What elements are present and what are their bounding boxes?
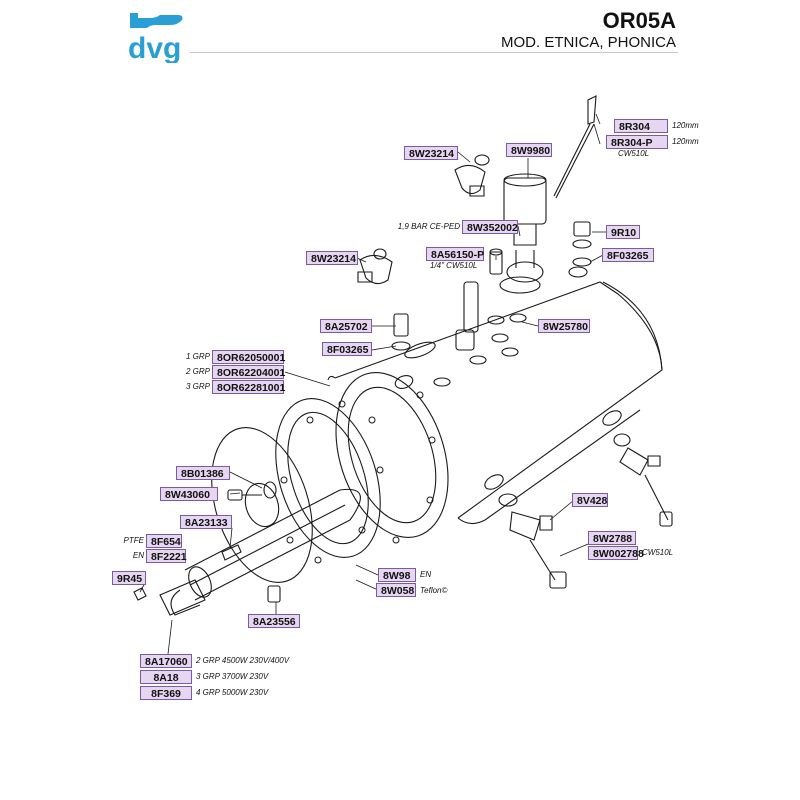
part-tag-8F369[interactable]: 8F369 [140, 686, 192, 700]
part-tag-8W25780[interactable]: 8W25780 [538, 319, 590, 333]
heating-element [160, 489, 360, 615]
flange-gasket [257, 385, 399, 571]
part-note-8OR62204001: 2 GRP [185, 367, 210, 376]
part-tag-8R304-P[interactable]: 8R304-P [606, 135, 668, 149]
part-tag-8W9980[interactable]: 8W9980 [506, 143, 552, 157]
right-connector [573, 222, 591, 266]
part-note-8F369: 4 GRP 5000W 230V [196, 688, 269, 697]
part-tag-8W002788[interactable]: 8W002788 [588, 546, 644, 560]
part-tag-8F03265-mid[interactable]: 8F03265 [322, 342, 372, 356]
level-probe [554, 96, 596, 198]
header-divider [190, 52, 678, 53]
elbow-fitting-top [455, 155, 489, 196]
elbow-fitting-mid [358, 249, 392, 284]
part-tag-8B01386[interactable]: 8B01386 [176, 466, 230, 480]
safety-valve [504, 174, 546, 282]
screw-9R45 [134, 588, 146, 600]
nipple-fitting [490, 249, 502, 274]
side-tap-right [614, 434, 672, 526]
bolt-8A23556 [268, 586, 280, 602]
part-note-8W058: Teflon© [420, 586, 448, 595]
part-note-8A18: 3 GRP 3700W 230V [196, 672, 269, 681]
part-tag-9R45[interactable]: 9R45 [112, 571, 146, 585]
part-note-8R304: 120mm [672, 121, 699, 130]
part-note-8F654: PTFE [123, 536, 144, 545]
brand-text: dvg [128, 32, 181, 63]
part-note-8OR62050001: 1 GRP [185, 352, 210, 361]
flange-holes [281, 392, 435, 563]
part-note-8F2221: EN [132, 551, 144, 560]
part-tag-8W2788[interactable]: 8W2788 [588, 531, 636, 545]
part-tag-8A25702[interactable]: 8A25702 [320, 319, 372, 333]
boiler-cylinder [316, 267, 662, 552]
part-note-8W002788: CW510L [642, 548, 674, 557]
part-note-8W98: EN [420, 570, 432, 579]
part-tag-8A17060[interactable]: 8A17060 [140, 654, 192, 668]
part-tag-8W43060[interactable]: 8W43060 [160, 487, 218, 501]
part-tag-8R304[interactable]: 8R304 [614, 119, 668, 133]
tube-fitting-left [392, 282, 478, 350]
part-note-8R304-P-material: CW510L [618, 149, 650, 158]
model-title: OR05A [602, 8, 676, 33]
side-tap-lower [499, 494, 566, 588]
part-tag-8F2221[interactable]: 8F2221 [146, 549, 187, 563]
part-tag-8W23214-mid[interactable]: 8W23214 [306, 251, 358, 265]
part-tag-8F654[interactable]: 8F654 [146, 534, 182, 548]
part-tag-8OR62281001[interactable]: 8OR62281001 [212, 380, 285, 394]
small-gaskets [434, 314, 526, 386]
spring-8A23133 [222, 545, 241, 560]
part-tag-8F03265-top[interactable]: 8F03265 [602, 248, 654, 262]
part-note-8A17060: 2 GRP 4500W 230V/400V [196, 656, 290, 665]
part-note-8W352002: 1,9 BAR CE-PED [397, 222, 460, 231]
part-tag-9R10[interactable]: 9R10 [606, 225, 640, 239]
dvg-logo: dvg [120, 8, 195, 65]
part-tag-8W98[interactable]: 8W98 [378, 568, 416, 582]
part-note-8R304-P: 120mm [672, 137, 699, 146]
part-note-8OR62281001: 3 GRP [185, 382, 210, 391]
part-note-8A56150-P: 1/4" CW510L [430, 261, 478, 270]
part-tag-8W23214-top[interactable]: 8W23214 [404, 146, 458, 160]
part-tag-8OR62204001[interactable]: 8OR62204001 [212, 365, 285, 379]
part-tag-8W058[interactable]: 8W058 [376, 583, 416, 597]
part-tag-8OR62050001[interactable]: 8OR62050001 [212, 350, 285, 364]
part-tag-8V428[interactable]: 8V428 [572, 493, 608, 507]
bolt-8W43060 [228, 490, 262, 500]
part-tag-8W352002[interactable]: 8W352002 [462, 220, 518, 234]
part-tag-8A23133[interactable]: 8A23133 [180, 515, 232, 529]
model-subtitle: MOD. ETNICA, PHONICA [500, 34, 676, 51]
leader-lines [140, 114, 606, 654]
part-tag-8A23556[interactable]: 8A23556 [248, 614, 300, 628]
part-tag-8A18[interactable]: 8A18 [140, 670, 192, 684]
part-tag-8A56150-P[interactable]: 8A56150-P [426, 247, 484, 261]
